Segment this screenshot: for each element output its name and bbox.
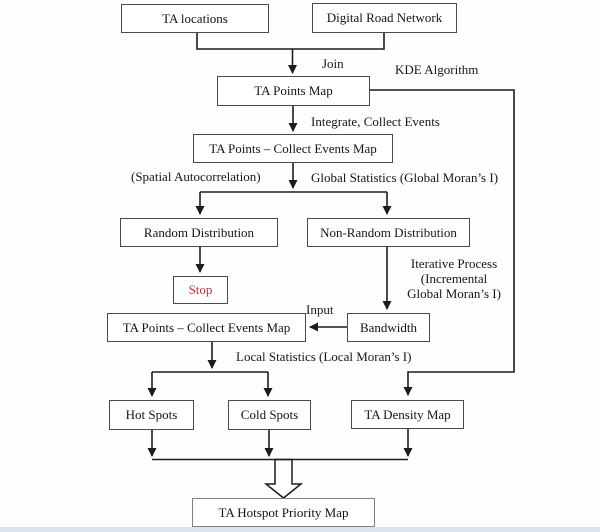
node-ta-locations: TA locations: [121, 4, 269, 33]
node-non-random-distribution: Non-Random Distribution: [307, 218, 470, 247]
node-stop: Stop: [173, 276, 228, 304]
node-ta-hotspot-priority-map: TA Hotspot Priority Map: [192, 498, 375, 527]
node-random-distribution: Random Distribution: [120, 218, 278, 247]
label-kde-algorithm: KDE Algorithm: [395, 62, 479, 77]
node-ta-locations-label: TA locations: [162, 10, 228, 26]
node-cold-spots-label: Cold Spots: [240, 407, 299, 422]
node-ta-points-collect-events-map-2: TA Points – Collect Events Map: [107, 313, 306, 342]
label-join: Join: [322, 56, 344, 71]
connector-kde-path: [370, 89, 515, 396]
label-global-statistics: Global Statistics (Global Moran’s I): [311, 170, 499, 185]
node-bandwidth-label: Bandwidth: [359, 319, 418, 335]
node-non-random-distribution-label: Non-Random Distribution: [320, 224, 457, 240]
node-ta-points-collect-events-map-1-label: TA Points – Collect Events Map: [209, 140, 377, 156]
label-integrate-collect-events: Integrate, Collect Events: [311, 114, 440, 129]
node-stop-label: Stop: [188, 282, 213, 297]
label-iterative-process: Iterative Process (Incremental Global Mo…: [398, 256, 510, 301]
label-iterative-line2: (Incremental: [420, 271, 488, 286]
node-hot-spots: Hot Spots: [109, 400, 194, 430]
node-ta-points-collect-events-map-2-label: TA Points – Collect Events Map: [122, 319, 291, 335]
label-iterative-line1: Iterative Process: [410, 256, 498, 271]
node-bandwidth: Bandwidth: [347, 313, 430, 342]
label-local-statistics: Local Statistics (Local Moran’s I): [236, 349, 412, 364]
node-ta-points-collect-events-map-1: TA Points – Collect Events Map: [193, 134, 393, 163]
node-ta-points-map: TA Points Map: [217, 76, 370, 106]
node-ta-density-map-label: TA Density Map: [364, 406, 451, 422]
node-cold-spots: Cold Spots: [228, 400, 311, 430]
node-hot-spots-label: Hot Spots: [125, 407, 178, 422]
label-spatial-autocorrelation: (Spatial Autocorrelation): [131, 169, 261, 184]
node-ta-points-map-label: TA Points Map: [254, 83, 333, 98]
label-iterative-line3: Global Moran’s I): [407, 286, 501, 301]
connector-join-bracket: [196, 33, 385, 50]
hollow-down-arrow: [263, 458, 304, 499]
label-input: Input: [306, 302, 334, 317]
node-digital-road-network: Digital Road Network: [312, 3, 457, 33]
node-digital-road-network-label: Digital Road Network: [326, 10, 443, 25]
node-random-distribution-label: Random Distribution: [143, 224, 255, 240]
bottom-edge-strip: [0, 527, 600, 532]
node-ta-density-map: TA Density Map: [351, 400, 464, 429]
node-ta-hotspot-priority-map-label: TA Hotspot Priority Map: [218, 504, 349, 520]
